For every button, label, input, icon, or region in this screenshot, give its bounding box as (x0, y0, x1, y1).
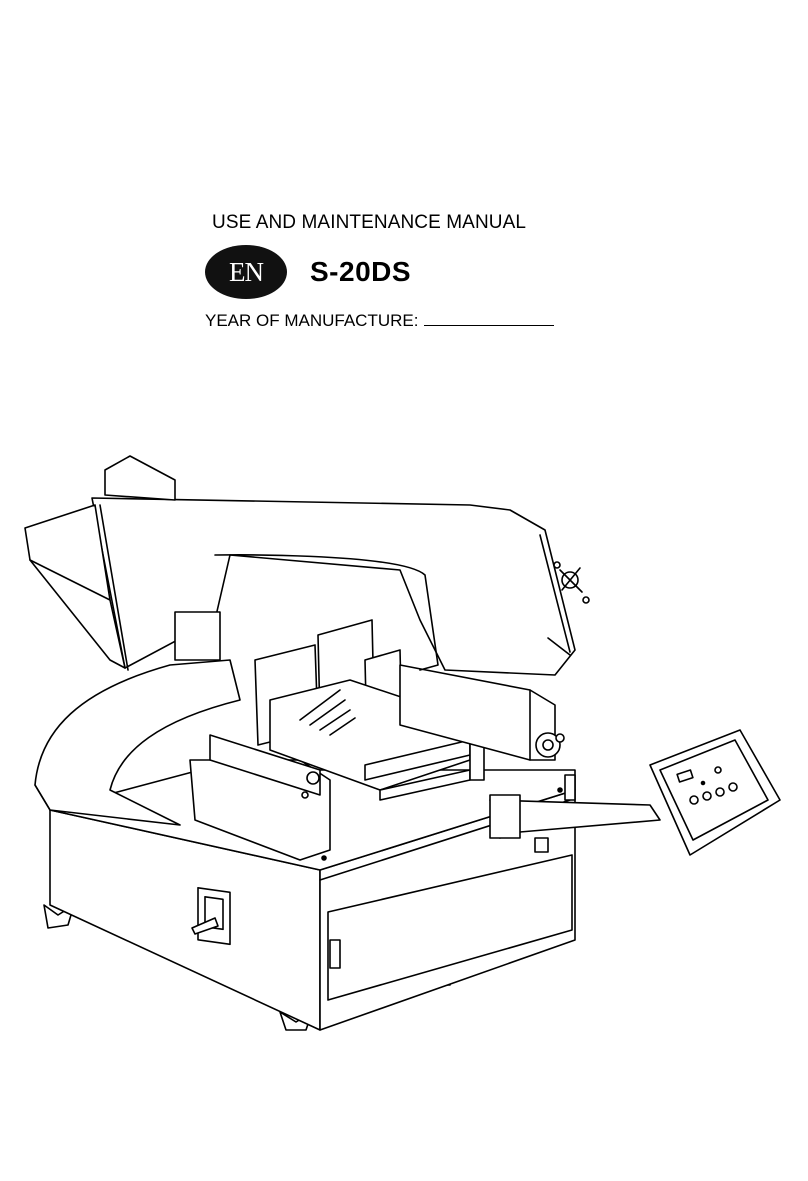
year-of-manufacture: YEAR OF MANUFACTURE: (205, 311, 554, 331)
language-badge: EN (205, 245, 287, 299)
band-saw-illustration (0, 440, 808, 1040)
year-blank-line (424, 311, 554, 326)
year-label: YEAR OF MANUFACTURE: (205, 311, 418, 331)
language-model-row: EN S-20DS (205, 245, 411, 299)
manual-title: USE AND MAINTENANCE MANUAL (212, 212, 526, 234)
model-name: S-20DS (310, 256, 411, 288)
